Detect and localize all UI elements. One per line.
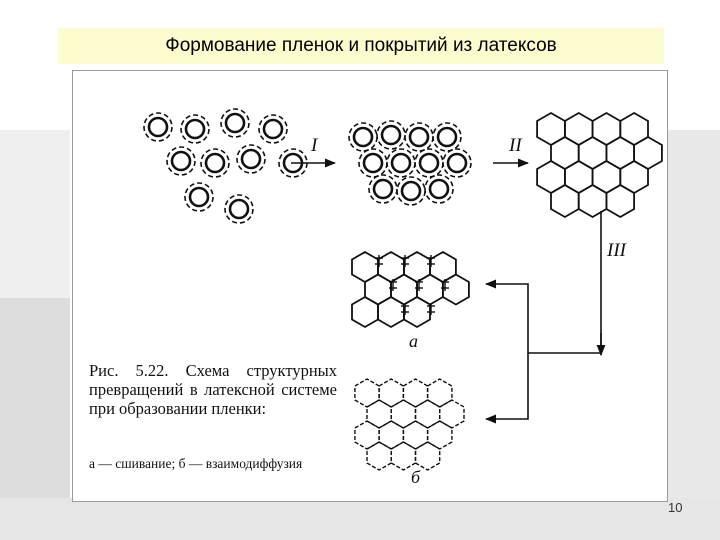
crosslinked-cell <box>351 295 379 329</box>
figure-panel: I II III а б Рис. 5.22. Схема структурны… <box>72 70 668 502</box>
particle-core <box>390 152 412 174</box>
particle-core <box>428 178 450 200</box>
figure-caption-legend: а — сшивание; б — взаимодиффузия <box>89 456 303 471</box>
particle-core <box>184 118 206 140</box>
arrow-to-a <box>484 279 602 354</box>
background-band <box>665 130 720 540</box>
particle-shell <box>368 174 398 204</box>
particle-core <box>352 126 374 148</box>
interdiffusion-structure <box>354 378 465 471</box>
background-band <box>0 130 70 300</box>
honeycomb-cell <box>605 183 635 219</box>
particle-core <box>380 124 402 146</box>
arrow-to-b <box>484 353 529 424</box>
particle-core <box>224 112 246 134</box>
variant-label-a: а <box>409 331 418 351</box>
dispersed-particles <box>143 108 308 224</box>
particle-core <box>372 178 394 200</box>
title-bar: Формование пленок и покрытий из латексов <box>58 28 664 64</box>
stage-label-2: II <box>508 135 523 156</box>
particle-shell <box>224 194 254 224</box>
particle-core <box>362 152 384 174</box>
particle-core <box>408 126 430 148</box>
packed-particles <box>348 120 472 206</box>
stage-label-3: III <box>606 240 628 261</box>
particle-shell <box>424 174 454 204</box>
diffused-cell <box>390 399 417 429</box>
diffused-cell <box>414 441 441 471</box>
particle-shell <box>220 108 250 138</box>
particle-core <box>147 116 169 138</box>
particle-shell <box>143 112 173 142</box>
honeycomb-cell <box>550 183 580 219</box>
slide-title: Формование пленок и покрытий из латексов <box>165 35 557 56</box>
particle-core <box>170 150 192 172</box>
particle-core <box>436 126 458 148</box>
background-band <box>0 498 720 540</box>
diffused-cell <box>390 441 417 471</box>
diffused-cell <box>439 399 465 429</box>
structure-diagram: I II III а б <box>143 108 663 487</box>
particle-core <box>418 152 440 174</box>
particle-core <box>446 152 468 174</box>
particle-shell <box>432 122 462 152</box>
crosslinked-structure <box>351 250 470 329</box>
crosslinked-cell <box>403 295 431 329</box>
particle-shell <box>200 148 230 178</box>
honeycomb-cell <box>577 183 608 219</box>
page-number: 10 <box>668 500 683 515</box>
particle-shell <box>376 120 406 150</box>
particle-core <box>400 180 422 202</box>
crosslinked-cell <box>377 295 405 329</box>
stage-label-1: I <box>310 135 319 156</box>
particle-core <box>262 118 284 140</box>
particle-shell <box>258 114 288 144</box>
particle-core <box>204 152 226 174</box>
particle-core <box>228 198 250 220</box>
particle-shell <box>236 144 266 174</box>
honeycomb-structure <box>536 111 663 219</box>
particle-shell <box>184 182 214 212</box>
variant-label-b: б <box>411 467 421 487</box>
crosslinked-cell <box>442 273 470 306</box>
figure-caption: Рис. 5.22. Схема структурных превращений… <box>89 361 337 418</box>
particle-core <box>188 186 210 208</box>
particle-shell <box>180 114 210 144</box>
particle-shell <box>166 146 196 176</box>
particle-shell <box>442 148 472 178</box>
particle-core <box>240 148 262 170</box>
